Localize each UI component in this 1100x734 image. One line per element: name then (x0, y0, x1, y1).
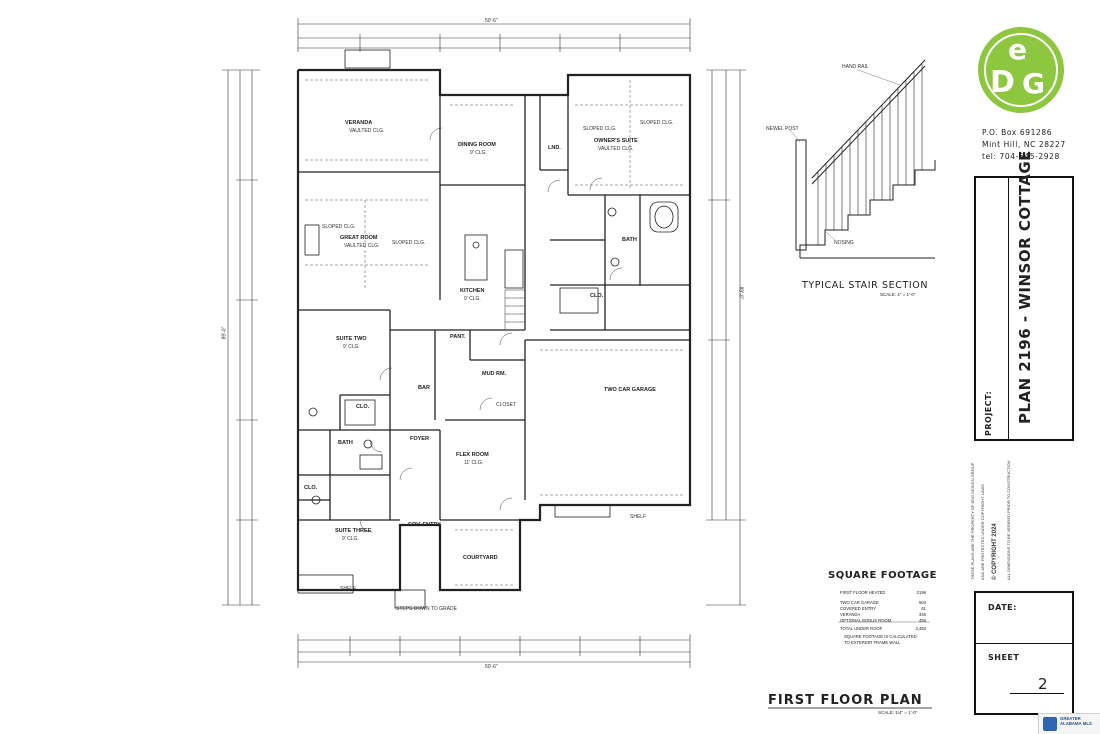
first-floor-plan-title: FIRST FLOOR PLAN (768, 693, 923, 708)
date-sheet-block: DATE: SHEET 2 (974, 591, 1074, 715)
sqft-row: COVERED ENTRY 61 (840, 606, 926, 611)
sloped-clg-label-2: SLOPED CLG. (640, 120, 674, 126)
room-pantry: PANT. (450, 334, 466, 340)
sqft-footnote-2: TO EXTERIOR FRAME WALL (844, 640, 901, 645)
room-kitchen-ceiling: 9' CLG. (464, 296, 481, 302)
sloped-clg-label-1: SLOPED CLG. (583, 126, 617, 132)
logo-letter-e: e (1008, 33, 1027, 66)
logo-letter-g: G (1022, 67, 1045, 100)
hand-rail-label: HAND RAIL (842, 64, 869, 70)
sheet-label: SHEET (988, 653, 1020, 662)
sqft-row-label: TWO CAR GARAGE (840, 600, 879, 605)
stair-section-scale: SCALE: 1" = 1'-0" (880, 292, 916, 297)
sqft-row: OPTIONAL BONUS ROOM 456 (840, 618, 926, 623)
room-closet-2: CLO. (356, 404, 370, 410)
room-flex-room: FLEX ROOM (456, 452, 489, 458)
edg-logo: e D G (978, 27, 1064, 113)
sqft-row-value: 504 (919, 600, 926, 605)
room-bath-2: BATH (338, 440, 353, 446)
mls-logo-icon (1043, 717, 1057, 731)
sqft-row-value: 61 (921, 606, 926, 611)
room-suite-three-ceiling: 9' CLG. (342, 536, 359, 542)
room-bath-1: BATH (622, 237, 637, 243)
sqft-row-total: TOTAL UNDER ROOF 3,463 (840, 626, 926, 631)
note-line-4: ALL DIMENSIONS TO BE VERIFIED PRIOR TO C… (1006, 460, 1011, 580)
sqft-row-label: TOTAL UNDER ROOF (840, 626, 883, 631)
closet-label: CLOSET (496, 402, 517, 408)
contact-city: Mint Hill, NC 28227 (982, 140, 1066, 149)
first-floor-plan-scale: SCALE: 1/4" = 1'-0" (878, 710, 918, 715)
logo-letter-d: D (990, 65, 1015, 100)
room-great-ceiling: VAULTED CLG. (344, 243, 380, 249)
room-dining-ceiling: 9' CLG. (470, 150, 487, 156)
shelf-label-2: SHELF (630, 514, 647, 520)
room-flex-ceiling: 11' CLG. (464, 460, 484, 466)
project-divider (1008, 178, 1009, 439)
room-owners-ceiling: VAULTED CLG. (598, 146, 634, 152)
room-great-room: GREAT ROOM (340, 235, 378, 241)
sqft-row-label: OPTIONAL BONUS ROOM (840, 618, 892, 623)
sqft-row-label: COVERED ENTRY (840, 606, 876, 611)
room-suite-two-ceiling: 9' CLG. (343, 344, 360, 350)
mls-watermark: GREATER ALABAMA MLS (1038, 713, 1100, 734)
steps-down-label: STEPS DOWN TO GRADE (396, 606, 457, 612)
room-mud-room: MUD RM. (482, 371, 507, 377)
room-dining: DINING ROOM (458, 142, 496, 148)
copyright-notes: THESE PLANS ARE THE PROPERTY OF EDG DESI… (966, 460, 1078, 582)
project-name: PLAN 2196 - WINSOR COTTAGE (1016, 150, 1034, 424)
room-closet-3: CLO. (304, 485, 318, 491)
sqft-row: FIRST FLOOR HEATED 2196 (840, 590, 926, 595)
sqft-row-label: FIRST FLOOR HEATED (840, 590, 886, 595)
logo-ring (984, 33, 1058, 107)
sqft-footnote-1: SQUARE FOOTAGE IS CALCULATED (844, 634, 917, 639)
mls-watermark-text: GREATER ALABAMA MLS (1060, 716, 1092, 726)
room-lnd: LND. (548, 145, 561, 151)
overall-depth-left: 89'-0" (221, 326, 228, 340)
sqft-row-value: 346 (919, 612, 926, 617)
sloped-clg-label-4: SLOPED CLG. (392, 240, 426, 246)
project-title-block: PROJECT: PLAN 2196 - WINSOR COTTAGE (974, 150, 1074, 441)
room-two-car-garage: TWO CAR GARAGE (604, 387, 656, 393)
newel-post-label: NEWEL POST (766, 126, 799, 132)
sqft-row-value: 456 (919, 618, 926, 623)
square-footage-table: SQUARE FOOTAGE FIRST FLOOR HEATED 2196 T… (828, 570, 938, 645)
room-closet-1: CLO. (590, 293, 604, 299)
room-foyer: FOYER (410, 436, 429, 442)
sqft-row-value: 2196 (916, 590, 926, 595)
sloped-clg-label-3: SLOPED CLG. (322, 224, 356, 230)
room-veranda-ceiling: VAULTED CLG. (349, 128, 385, 134)
date-divider (976, 643, 1072, 644)
project-label: PROJECT: (984, 390, 993, 436)
sqft-row: TWO CAR GARAGE 504 (840, 600, 926, 605)
room-courtyard: COURTYARD (463, 555, 498, 561)
square-footage-title: SQUARE FOOTAGE (828, 570, 937, 581)
sqft-row-label: VERANDA (840, 612, 861, 617)
room-suite-two: SUITE TWO (336, 336, 367, 342)
note-line-2: AND ARE PROTECTED UNDER COPYRIGHT LAWS (980, 484, 985, 580)
contact-phone: tel: 704-545-2928 (982, 152, 1060, 161)
overall-depth-right: 89'-0" (737, 286, 744, 300)
nosing-label: NOSING (834, 240, 854, 246)
note-line-3: © COPYRIGHT 2024 (992, 523, 998, 580)
overall-width-bottom: 50'-6" (485, 664, 498, 670)
room-bar: BAR (418, 385, 430, 391)
contact-po-box: P.O. Box 691286 (982, 128, 1053, 137)
room-suite-three: SUITE THREE (335, 528, 372, 534)
date-label: DATE: (988, 603, 1017, 612)
room-veranda: VERANDA (345, 120, 373, 126)
shelf-label-1: SHELF (340, 586, 357, 592)
sqft-row: VERANDA 346 (840, 612, 926, 617)
sheet-number-underline (1010, 693, 1064, 694)
room-kitchen: KITCHEN (460, 288, 485, 294)
sheet-number: 2 (1038, 675, 1049, 693)
room-owners-suite: OWNER'S SUITE (594, 138, 638, 144)
note-line-1: THESE PLANS ARE THE PROPERTY OF EDG DESI… (970, 462, 975, 580)
sqft-row-value: 3,463 (915, 626, 926, 631)
overall-width-top: 50'-6" (485, 18, 498, 24)
stair-section-title: TYPICAL STAIR SECTION (802, 280, 929, 291)
room-covered-entry: COV. ENTRY (408, 522, 441, 528)
